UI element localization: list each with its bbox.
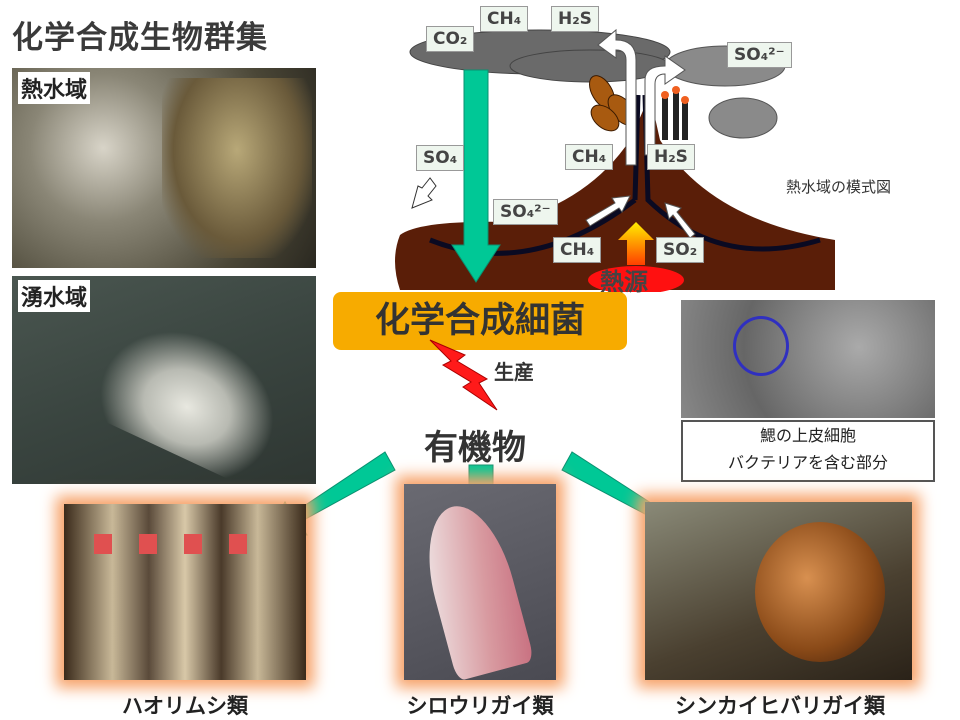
so4-down-arrow <box>411 177 437 209</box>
organism-label-mussel: シンカイヒバリガイ類 <box>675 694 885 718</box>
diagram-caption: 熱水域の模式図 <box>786 178 892 196</box>
vent-flow-right-arrow <box>644 55 686 156</box>
micrograph-caption: 鰓の上皮細胞 バクテリアを含む部分 <box>681 420 935 482</box>
mussel-photo <box>645 502 912 680</box>
ch4-mid-label: CH₄ <box>565 144 614 170</box>
so4-in-arrow <box>585 195 631 227</box>
ch4-bottom-label: CH₄ <box>553 237 602 263</box>
vent-flow-left-arrow <box>597 28 637 166</box>
hydrothermal-label: 熱水域 <box>18 72 91 104</box>
green-down-arrow <box>451 69 501 283</box>
h2s-top-label: H₂S <box>551 6 599 32</box>
heat-source <box>588 266 684 292</box>
seep-label: 湧水域 <box>18 280 91 312</box>
organism-label-clam: シロウリガイ類 <box>406 694 554 718</box>
chemosynthetic-bacteria-box: 化学合成細菌 <box>333 292 627 350</box>
co2-label: CO₂ <box>426 26 475 52</box>
micrograph-caption-line2: バクテリアを含む部分 <box>727 453 888 472</box>
organic-matter-label: 有機物 <box>424 428 526 468</box>
organism-label-tubeworm: ハオリムシ類 <box>122 694 248 718</box>
micrograph-caption-line1: 鰓の上皮細胞 <box>759 426 856 445</box>
tubeworm-cluster <box>661 86 689 140</box>
seep-photo: 湧水域 <box>12 276 316 484</box>
so2-in-arrow <box>664 202 696 239</box>
hydrothermal-diagram <box>395 28 835 292</box>
production-label: 生産 <box>494 360 534 384</box>
so4-left-label: SO₄ <box>416 145 465 171</box>
hydrothermal-photo: 熱水域 <box>12 68 316 268</box>
page-title: 化学合成生物群集 <box>12 20 268 56</box>
tubeworm-photo <box>64 504 306 680</box>
heat-up-arrow <box>618 222 654 265</box>
h2s-mid-label: H₂S <box>647 144 695 170</box>
volcano-mountain <box>395 95 835 290</box>
heat-source-label: 熱源 <box>600 268 648 296</box>
bacteria-region-circle <box>733 316 789 376</box>
so2-bottom-label: SO₂ <box>656 237 705 263</box>
lightning-icon <box>429 339 498 411</box>
clam-photo <box>404 484 556 680</box>
ch4-top-label: CH₄ <box>480 6 529 32</box>
gill-micrograph <box>681 300 935 418</box>
so4-2minus-mid-label: SO₄²⁻ <box>493 199 558 225</box>
so4-2minus-right-label: SO₄²⁻ <box>727 42 792 68</box>
